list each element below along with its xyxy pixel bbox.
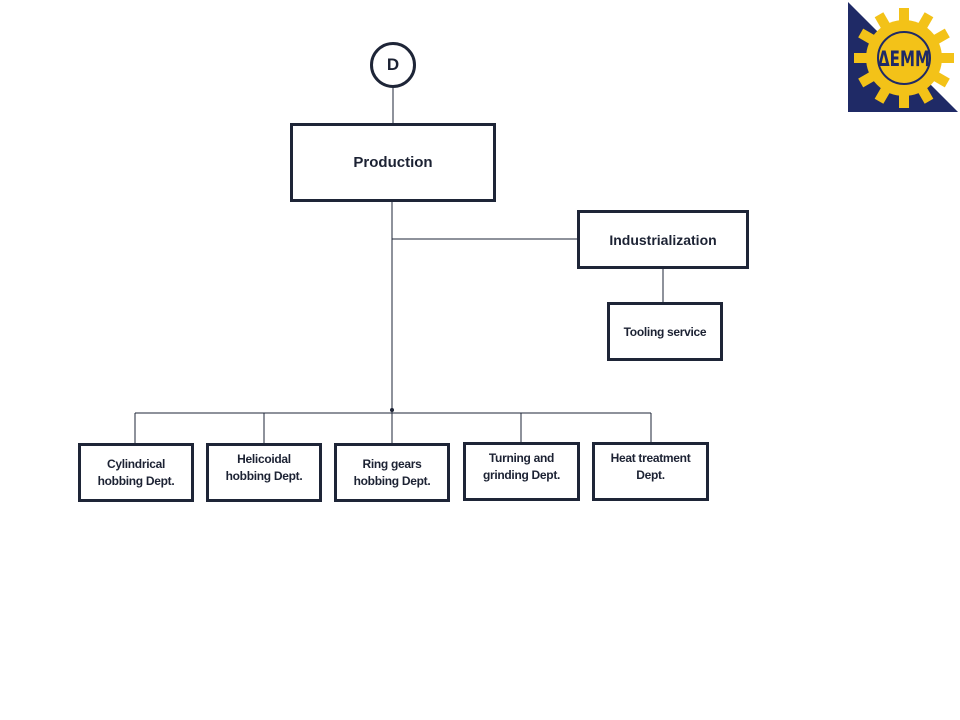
junction-dot xyxy=(390,408,394,412)
dept-label: Cylindrical hobbing Dept. xyxy=(97,456,175,488)
logo-text: ΔΕΜΜ xyxy=(878,47,930,71)
top-node-d: D xyxy=(370,42,416,88)
dept-box-helicoidal: Helicoidal hobbing Dept. xyxy=(206,443,322,502)
dept-label: Ring gears hobbing Dept. xyxy=(353,456,431,488)
industrialization-label: Industrialization xyxy=(609,231,717,248)
tooling-service-box: Tooling service xyxy=(607,302,723,361)
dept-label: Turning and grinding Dept. xyxy=(482,451,561,482)
tooling-service-label: Tooling service xyxy=(623,324,707,339)
dept-box-heat-treatment: Heat treatment Dept. xyxy=(592,442,709,501)
production-box: Production xyxy=(290,123,496,202)
dept-label: Helicoidal hobbing Dept. xyxy=(225,452,303,483)
production-label: Production xyxy=(353,154,433,171)
industrialization-box: Industrialization xyxy=(577,210,749,269)
dept-box-ring-gears: Ring gears hobbing Dept. xyxy=(334,443,450,502)
gear-logo-icon: ΔΕΜΜ xyxy=(848,2,958,112)
dept-label: Heat treatment Dept. xyxy=(610,451,691,482)
dept-box-cylindrical: Cylindrical hobbing Dept. xyxy=(78,443,194,502)
dept-box-turning-grinding: Turning and grinding Dept. xyxy=(463,442,580,501)
top-node-label: D xyxy=(386,55,400,74)
